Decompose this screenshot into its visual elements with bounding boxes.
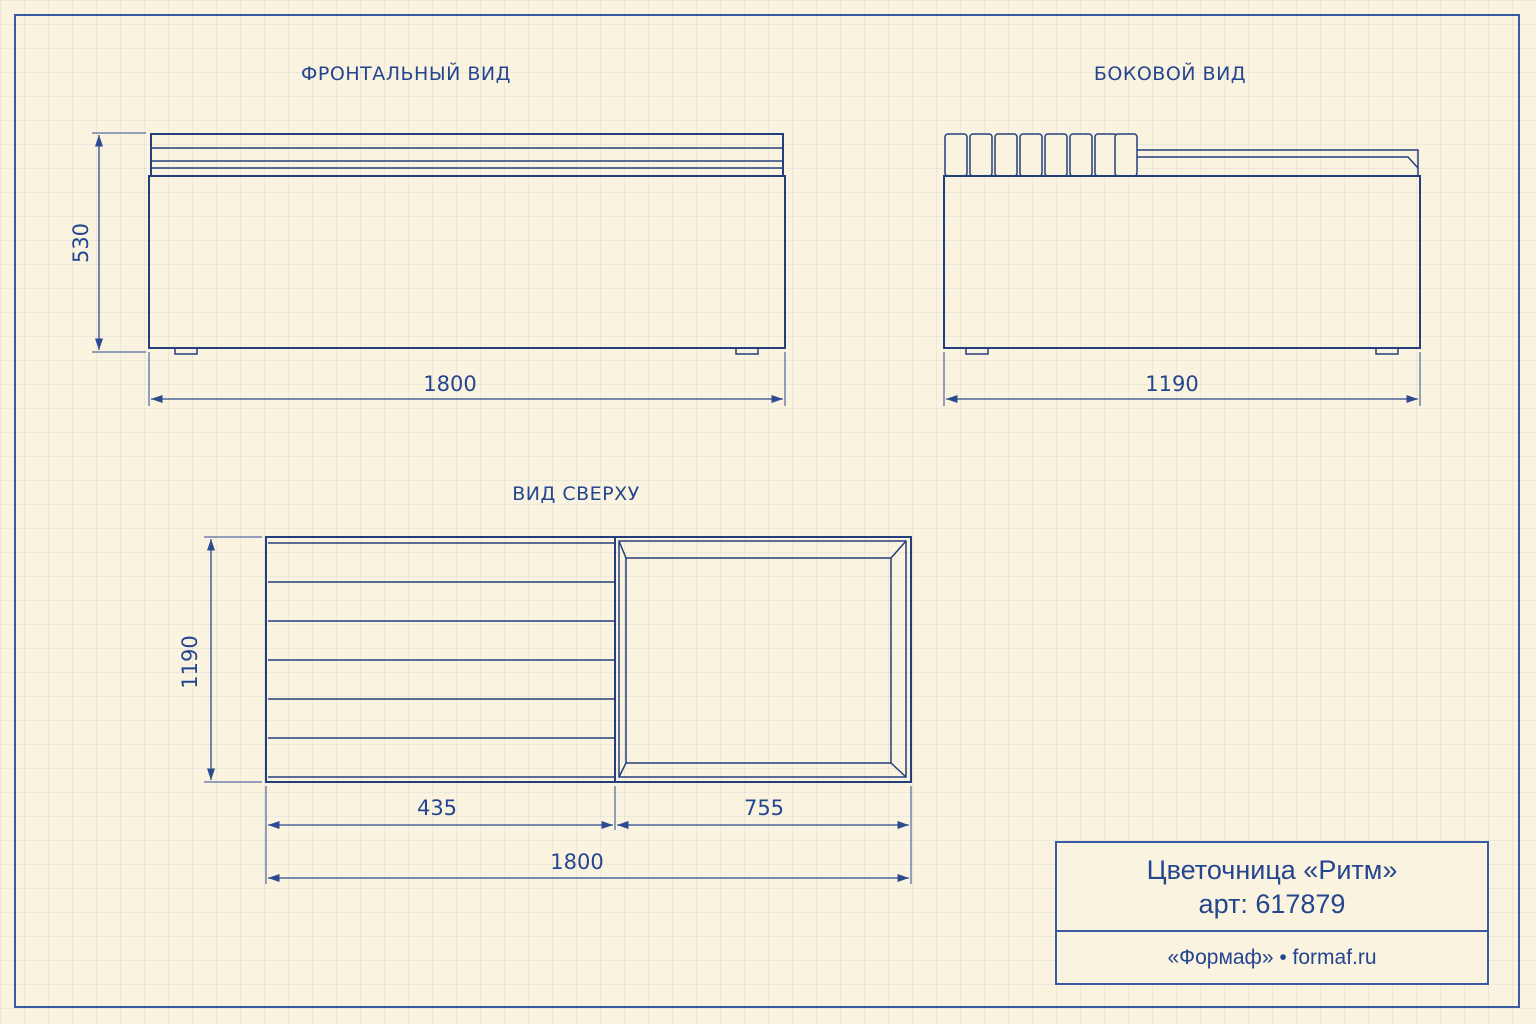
side-planter-rim xyxy=(1137,149,1419,176)
side-foot-right xyxy=(1375,347,1399,355)
title-block-footer: «Формаф» • formaf.ru xyxy=(1057,932,1487,983)
front-view-title: ФРОНТАЛЬНЫЙ ВИД xyxy=(301,62,511,85)
title-block: Цветочница «Ритм» арт: 617879 «Формаф» •… xyxy=(1055,841,1489,985)
front-seat-slats xyxy=(150,133,784,177)
title-block-header: Цветочница «Ритм» арт: 617879 xyxy=(1057,843,1487,932)
top-box-width-label: 755 xyxy=(744,796,784,820)
side-foot-left xyxy=(965,347,989,355)
product-name: Цветочница «Ритм» xyxy=(1146,854,1398,885)
side-depth-label: 1190 xyxy=(1145,372,1198,396)
front-body xyxy=(148,175,786,349)
top-planter-box xyxy=(618,540,907,778)
side-view-title: БОКОВОЙ ВИД xyxy=(1094,62,1246,85)
top-seat-slats xyxy=(268,537,616,782)
side-seat-slats xyxy=(944,133,1138,177)
article-number: арт: 617879 xyxy=(1198,888,1346,919)
side-view: БОКОВОЙ ВИД 1190 xyxy=(943,62,1421,406)
front-foot-left xyxy=(174,347,198,355)
manufacturer: «Формаф» • formaf.ru xyxy=(1167,945,1377,969)
top-seat-width-label: 435 xyxy=(417,796,457,820)
top-depth-label: 1190 xyxy=(178,635,202,688)
drawing-frame xyxy=(14,14,1520,1008)
top-total-width-label: 1800 xyxy=(550,850,603,874)
front-width-label: 1800 xyxy=(423,372,476,396)
front-view: ФРОНТАЛЬНЫЙ ВИД 530 1800 xyxy=(69,62,786,406)
front-foot-right xyxy=(735,347,759,355)
side-body xyxy=(943,175,1421,349)
top-outline xyxy=(265,536,912,783)
top-view-title: ВИД СВЕРХУ xyxy=(512,483,640,505)
front-height-label: 530 xyxy=(69,223,93,263)
top-view: ВИД СВЕРХУ 1190 xyxy=(178,483,912,884)
